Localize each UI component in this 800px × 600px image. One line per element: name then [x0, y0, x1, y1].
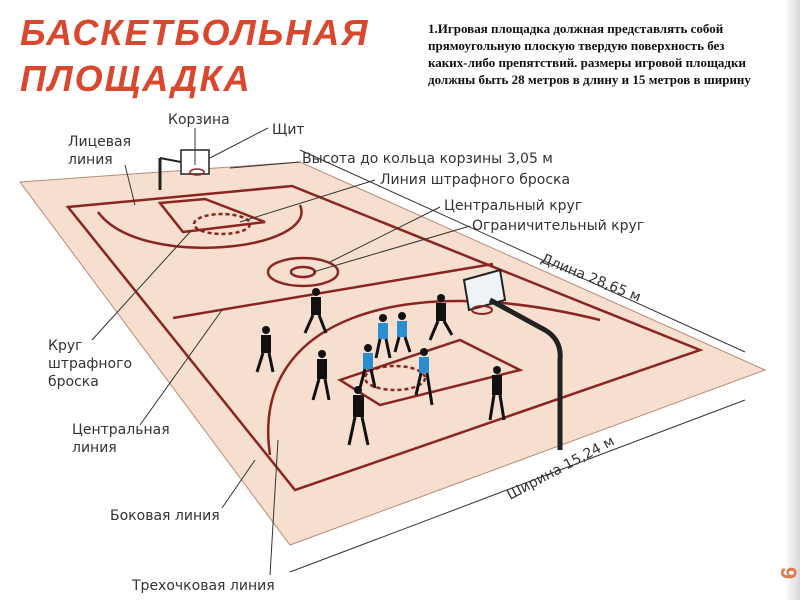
- label-center-circle: Центральный круг: [444, 198, 582, 214]
- slide-edge-bar: [784, 0, 800, 600]
- width-dimension-line: [289, 399, 746, 573]
- pointer-restricting-circle: [312, 225, 471, 273]
- court-boundary: [65, 184, 704, 492]
- title-line-1: БАСКЕТБОЛЬНАЯ: [20, 12, 370, 53]
- player: [255, 326, 275, 373]
- pointer-free-throw-line: [239, 179, 376, 223]
- label-rim-height: Высота до кольца корзины 3,05 м: [302, 151, 553, 167]
- near-three-point-arc: [267, 299, 601, 456]
- player: [414, 348, 434, 406]
- label-basket: Корзина: [168, 112, 230, 128]
- pointer-backboard: [209, 127, 269, 159]
- far-rim: [189, 168, 205, 176]
- restricting-circle: [289, 265, 317, 279]
- pointer-endline: [124, 164, 136, 206]
- slide-title: БАСКЕТБОЛЬНАЯ ПЛОЩАДКА: [20, 10, 420, 102]
- player: [428, 294, 454, 341]
- length-dimension-line: [299, 149, 746, 353]
- pointer-three-point-line: [269, 439, 279, 576]
- center-line: [172, 262, 494, 320]
- player: [303, 288, 328, 334]
- pointer-center-line: [139, 309, 223, 426]
- player: [358, 344, 377, 389]
- near-key: [337, 338, 524, 407]
- player: [311, 350, 331, 401]
- pointer-lines: [91, 127, 746, 576]
- label-restricting-circle: Ограничительный круг: [472, 218, 644, 234]
- label-three-point-line: Трехочковая линия: [131, 578, 275, 594]
- label-backboard: Щит: [272, 122, 305, 138]
- players: [255, 288, 506, 446]
- court-lines: [65, 184, 704, 492]
- court-surface: [19, 161, 767, 546]
- court-description: 1.Игровая площадка должная представлять …: [428, 21, 751, 87]
- player: [347, 386, 370, 446]
- player: [393, 312, 412, 353]
- near-free-throw-circle: [363, 364, 427, 392]
- pointer-free-throw-circle: [91, 231, 191, 341]
- pointer-center-circle: [329, 206, 441, 263]
- label-free-throw-line: Линия штрафного броска: [380, 172, 570, 188]
- far-basket: [158, 149, 210, 190]
- center-circle: [266, 256, 340, 288]
- pointer-rim-height: [229, 161, 301, 169]
- far-three-point-arc: [96, 204, 303, 250]
- far-free-throw-circle: [192, 212, 252, 236]
- label-sideline: Боковая линия: [110, 508, 220, 524]
- near-rim: [471, 305, 493, 315]
- title-line-2: ПЛОЩАДКА: [20, 58, 252, 99]
- near-basket: [462, 268, 563, 450]
- players-blue: [358, 312, 434, 406]
- pointer-sideline: [221, 459, 256, 509]
- player: [374, 314, 392, 359]
- player: [488, 366, 506, 421]
- far-key: [157, 197, 266, 234]
